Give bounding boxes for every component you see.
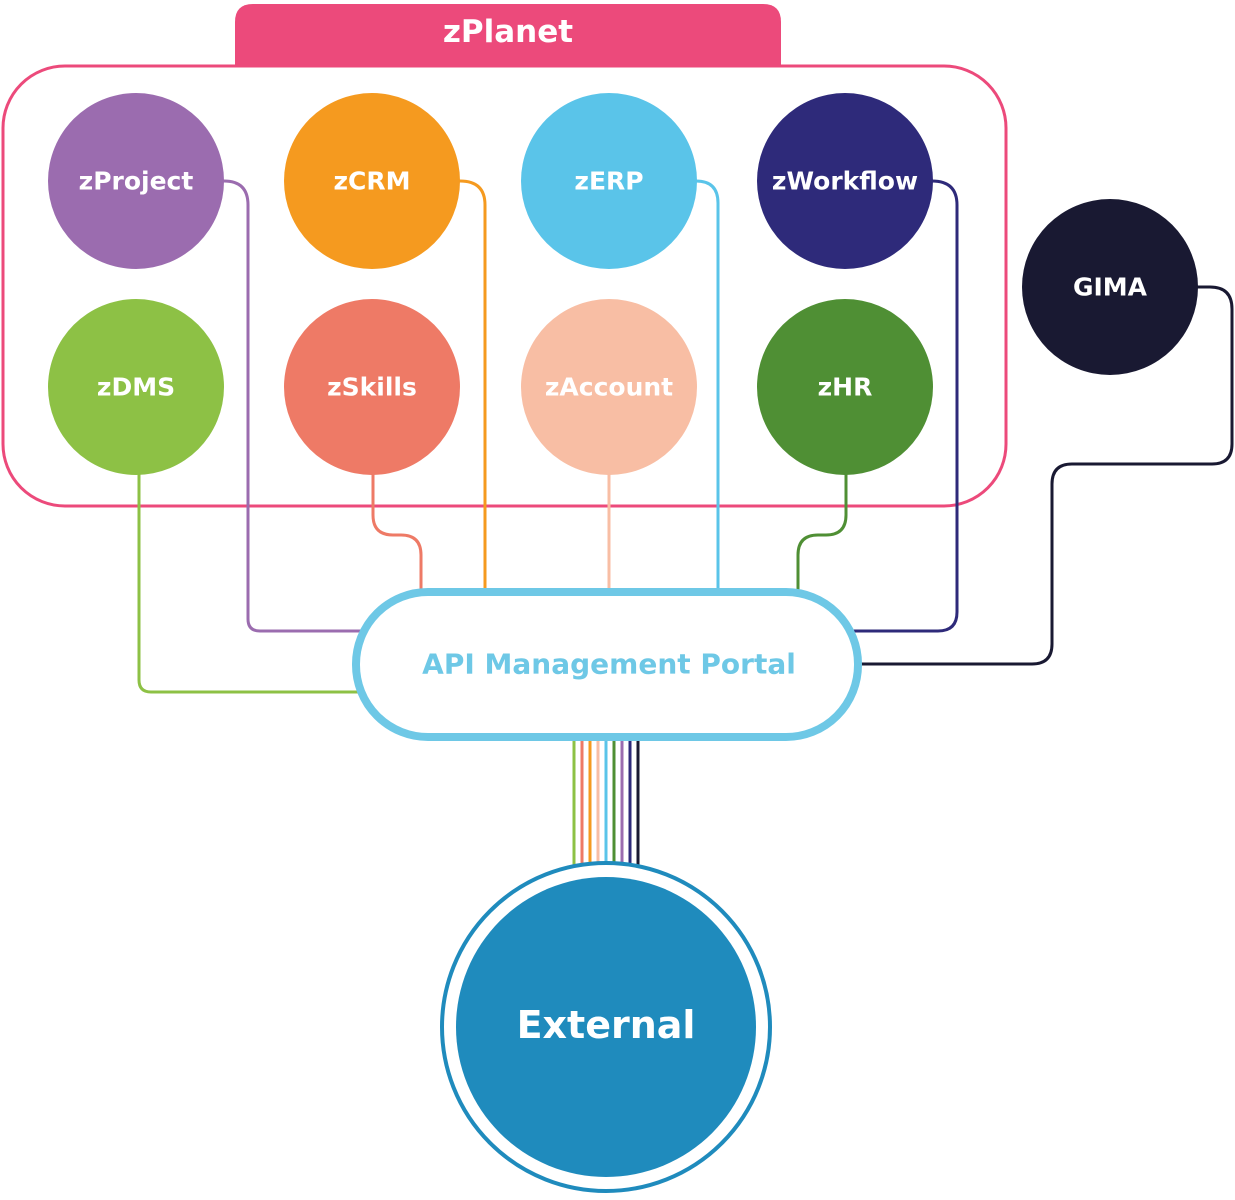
- zplanet-title-tab: [235, 4, 781, 66]
- connector-zhr-portal: [796, 472, 848, 602]
- connector-zcrm-portal: [458, 179, 487, 602]
- node-zaccount[interactable]: zAccount: [521, 299, 697, 475]
- zproject-label: zProject: [79, 167, 194, 196]
- portal-pill: [352, 588, 862, 741]
- zaccount-circle: [521, 299, 697, 475]
- zcrm-circle: [284, 93, 460, 269]
- node-zworkflow[interactable]: zWorkflow: [757, 93, 933, 269]
- zworkflow-label: zWorkflow: [772, 167, 918, 196]
- zproject-circle: [48, 93, 224, 269]
- api-management-portal[interactable]: API Management Portal: [352, 588, 862, 741]
- zdms-label: zDMS: [97, 373, 175, 402]
- external-circle: [456, 877, 756, 1177]
- connectors: [137, 179, 1234, 868]
- zworkflow-circle: [757, 93, 933, 269]
- node-zcrm[interactable]: zCRM: [284, 93, 460, 269]
- zerp-circle: [521, 93, 697, 269]
- zhr-circle: [757, 299, 933, 475]
- zaccount-label: zAccount: [545, 373, 673, 402]
- node-zerp[interactable]: zERP: [521, 93, 697, 269]
- node-zskills[interactable]: zSkills: [284, 299, 460, 475]
- connector-gima-portal: [856, 285, 1234, 666]
- connector-zworkflow-portal: [846, 179, 959, 633]
- external-node[interactable]: External: [440, 861, 772, 1193]
- node-gima[interactable]: GIMA: [1022, 199, 1198, 375]
- node-zhr[interactable]: zHR: [757, 299, 933, 475]
- zplanet-title: zPlanet: [443, 14, 573, 50]
- zhr-label: zHR: [818, 373, 873, 402]
- zdms-circle: [48, 299, 224, 475]
- node-zdms[interactable]: zDMS: [48, 299, 224, 475]
- gima-label: GIMA: [1073, 273, 1148, 302]
- connector-zproject-portal: [222, 179, 364, 633]
- connector-zerp-portal: [694, 179, 720, 602]
- connector-zskills-portal: [371, 472, 423, 602]
- zskills-label: zSkills: [327, 373, 417, 402]
- gima-circle: [1022, 199, 1198, 375]
- node-zproject[interactable]: zProject: [48, 93, 224, 269]
- connector-zdms-portal: [137, 472, 362, 694]
- external-label: External: [517, 1003, 696, 1047]
- zskills-circle: [284, 299, 460, 475]
- zerp-label: zERP: [574, 167, 643, 196]
- zcrm-label: zCRM: [333, 167, 410, 196]
- portal-label: API Management Portal: [422, 648, 796, 681]
